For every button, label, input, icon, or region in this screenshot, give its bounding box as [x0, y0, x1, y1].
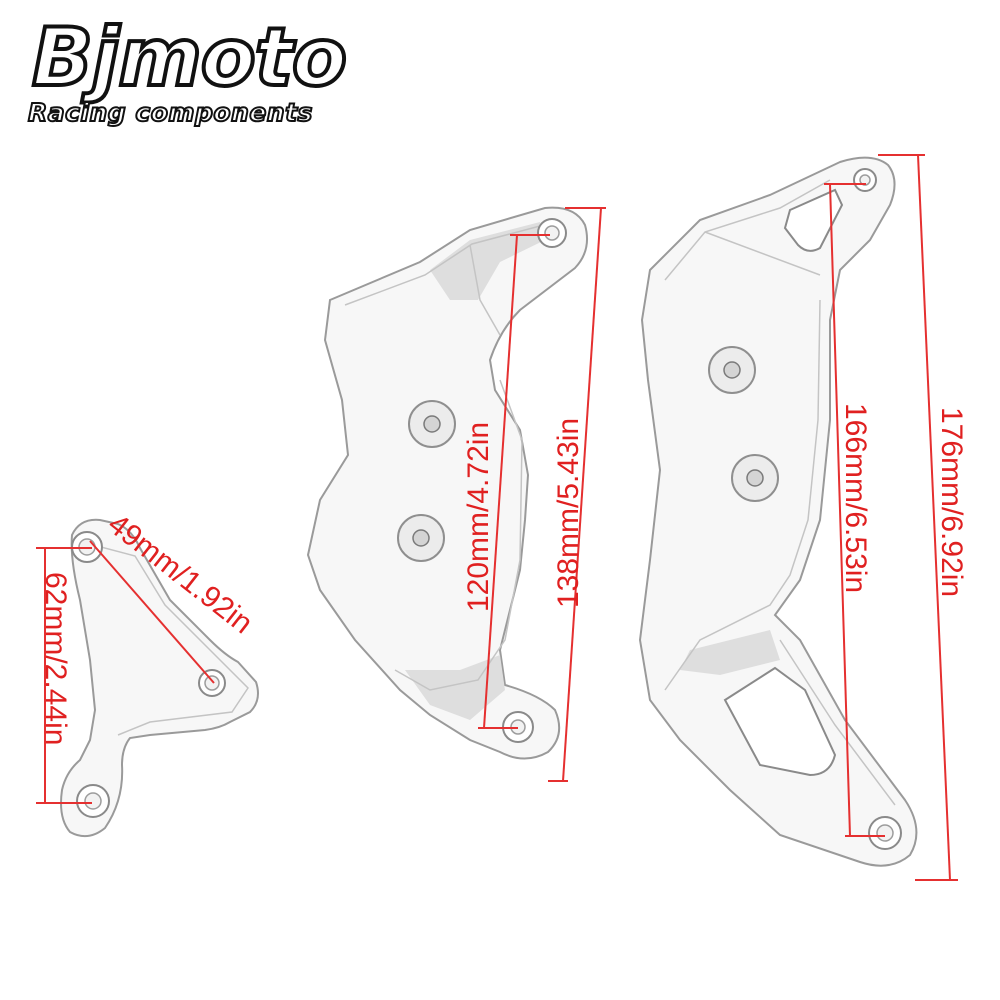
small-bracket-edge	[81, 541, 249, 736]
label-middle-inner: 120mm/4.72in	[462, 422, 495, 612]
small-bracket-threaded-hole-bore	[204, 675, 220, 691]
large-bracket	[638, 156, 918, 867]
label-large-inner: 166mm/6.53in	[839, 403, 872, 593]
brand-logo: Bjmoto Racing components	[27, 11, 349, 127]
brand-tagline: Racing components	[27, 98, 313, 127]
small-bracket-body	[60, 518, 259, 838]
large-bracket-hole-bottom-bore	[876, 824, 894, 842]
middle-bracket-fin-bottom	[405, 655, 505, 720]
large-bracket-bolt-lower-socket	[746, 469, 764, 487]
middle-bracket-body	[306, 206, 588, 760]
dim-line-small-width	[89, 540, 215, 684]
brand-name: Bjmoto	[30, 11, 349, 104]
small-bracket	[60, 518, 259, 838]
label-large-outer: 176mm/6.92in	[935, 407, 968, 597]
large-bracket-bolt-upper-socket	[723, 361, 741, 379]
dim-line-middle-outer	[562, 207, 602, 782]
small-bracket-hole-bottom-bore	[84, 792, 102, 810]
dim-line-large-inner	[829, 183, 851, 837]
middle-bracket-hole-top-bore	[544, 225, 560, 241]
middle-bracket-bolt-lower-socket	[412, 529, 430, 547]
large-bracket-edge	[664, 179, 896, 806]
large-bracket-cutout-bottom	[723, 666, 837, 777]
middle-bracket-edge	[344, 225, 541, 691]
middle-bracket-bolt-upper-socket	[423, 415, 441, 433]
dim-line-middle-inner	[483, 234, 518, 729]
large-bracket-fin	[680, 630, 780, 675]
middle-bracket	[306, 206, 588, 760]
dimension-lines	[36, 154, 958, 881]
dim-line-large-outer	[917, 154, 951, 881]
large-bracket-body	[638, 156, 918, 867]
label-middle-outer: 138mm/5.43in	[552, 418, 585, 608]
label-small-height: 62mm/2.44in	[39, 572, 72, 745]
